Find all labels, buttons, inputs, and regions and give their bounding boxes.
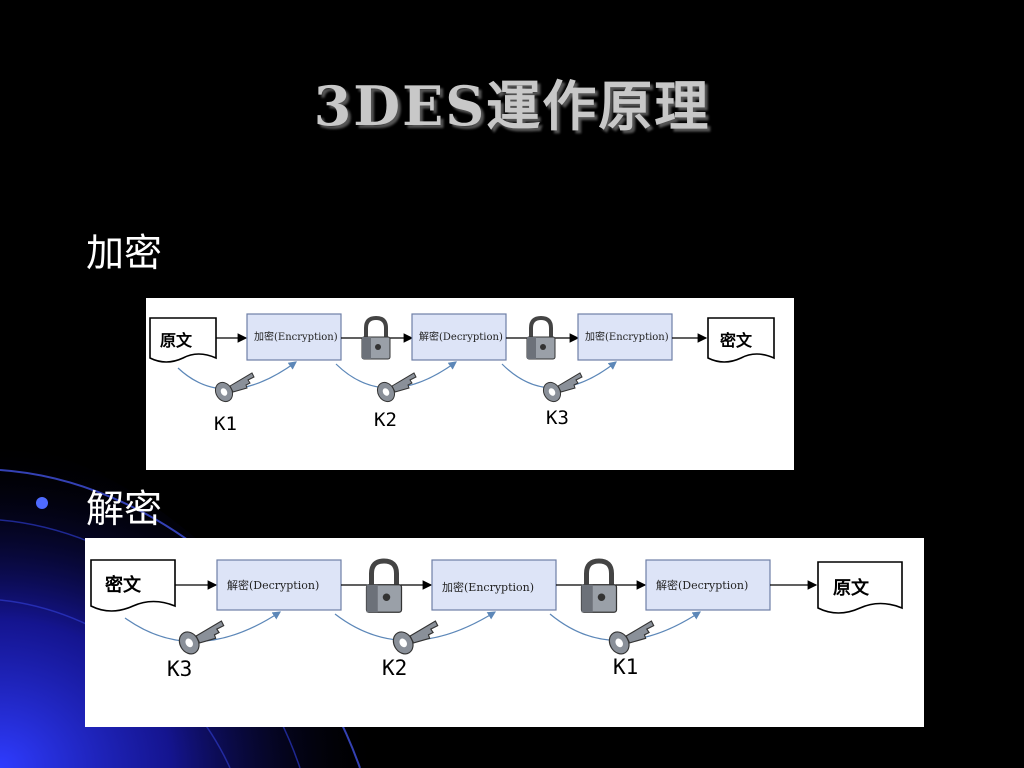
stage-1-box: 解密(Decryption) [216,559,342,611]
svg-text:加密(Encryption): 加密(Encryption) [254,330,338,343]
key-label: K1 [613,655,638,679]
stage-1-box: 加密(Encryption) [246,313,342,361]
svg-text:密文: 密文 [719,331,753,350]
slide-title: 3DES運作原理 [313,74,711,138]
ciphertext-doc: 密文 [707,317,775,363]
key-label: K3 [546,407,569,429]
key-label: K3 [167,657,192,681]
encrypt-diagram: 原文 加密(Encryption) 解密(Decryption) 加密(Encr… [146,298,794,470]
svg-text:加密(Encryption): 加密(Encryption) [442,580,534,594]
plaintext-doc: 原文 [817,561,903,614]
padlock-icon [360,316,392,361]
key-icon [604,620,655,659]
svg-text:解密(Decryption): 解密(Decryption) [419,330,503,343]
decrypt-diagram: 密文 解密(Decryption) 加密(Encryption) 解密(Decr… [85,538,924,727]
stage-2-box: 加密(Encryption) [431,559,557,611]
stage-3-box: 解密(Decryption) [645,559,771,611]
plaintext-doc: 原文 [149,317,217,363]
key-icon [539,372,583,406]
encrypt-section-label: 加密 [86,231,163,275]
svg-text:密文: 密文 [105,574,142,596]
padlock-icon [582,561,617,612]
svg-text:原文: 原文 [833,577,870,599]
decrypt-section-label: 解密 [86,487,163,531]
padlock-icon [525,316,557,361]
svg-text:原文: 原文 [160,331,193,350]
padlock-icon [367,561,402,612]
stage-3-box: 加密(Encryption) [577,313,673,361]
svg-text:解密(Decryption): 解密(Decryption) [227,578,319,592]
stage-2-box: 解密(Decryption) [411,313,507,361]
key-icon [373,372,417,406]
ciphertext-doc: 密文 [90,559,176,612]
svg-text:解密(Decryption): 解密(Decryption) [656,578,748,592]
key-label: K2 [374,409,397,431]
key-icon [211,372,255,406]
key-label: K2 [382,656,407,680]
key-label: K1 [214,413,237,435]
svg-text:加密(Encryption): 加密(Encryption) [585,330,669,343]
bullet-dot-icon [36,497,48,509]
key-icon [388,620,439,659]
